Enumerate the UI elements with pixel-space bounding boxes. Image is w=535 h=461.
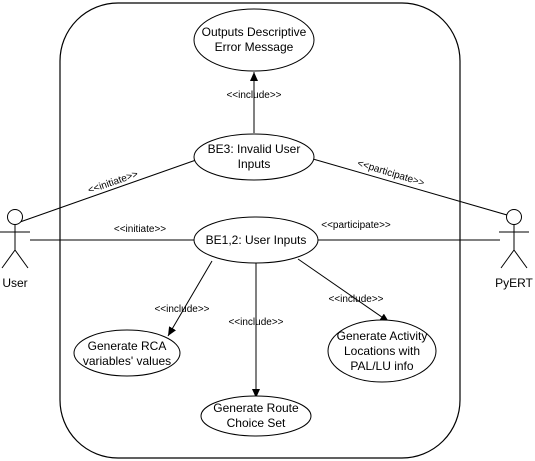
usecase-rca[interactable]: Generate RCA variables' values (73, 329, 181, 377)
actor-pyert[interactable]: PyERT (495, 209, 534, 291)
user-stick-figure-icon (0, 209, 30, 269)
label-include-activity: <<include>> (328, 294, 383, 305)
label-initiate-be12: <<initiate>> (114, 224, 166, 235)
label-include-error: <<include>> (226, 90, 281, 101)
usecase-outputs-error-line2: Error Message (215, 40, 294, 54)
label-participate-be12: <<participate>> (321, 220, 391, 231)
usecase-rca-line1: Generate RCA (88, 339, 167, 353)
actor-user-label: User (2, 276, 27, 290)
usecase-be3-line1: BE3: Invalid User (208, 142, 301, 156)
include-arrow-activity (297, 258, 390, 323)
usecase-be12[interactable]: BE1,2: User Inputs (193, 216, 319, 264)
system-boundary (59, 2, 461, 459)
assoc-be3-pyert (312, 158, 515, 218)
actor-user[interactable]: User (0, 209, 30, 291)
usecase-outputs-error[interactable]: Outputs Descriptive Error Message (193, 8, 315, 72)
usecase-activity[interactable]: Generate Activity Locations with PAL/LU … (327, 319, 437, 383)
actor-pyert-label: PyERT (495, 276, 533, 290)
usecase-be3[interactable]: BE3: Invalid User Inputs (193, 133, 315, 181)
label-include-rca: <<include>> (154, 304, 209, 315)
usecase-route[interactable]: Generate Route Choice Set (200, 395, 312, 437)
usecase-rca-line2: variables' values (83, 354, 171, 368)
usecase-activity-line3: PAL/LU info (350, 359, 413, 373)
label-include-route: <<include>> (228, 317, 283, 328)
usecase-route-line1: Generate Route (213, 401, 299, 415)
usecase-activity-line1: Generate Activity (337, 329, 428, 343)
usecase-outputs-error-line1: Outputs Descriptive (202, 25, 307, 39)
pyert-stick-figure-icon (499, 209, 529, 269)
assoc-user-be3 (19, 159, 197, 223)
include-arrow-rca (167, 260, 213, 337)
usecase-be12-line1: BE1,2: User Inputs (206, 233, 307, 247)
label-participate-be3: <<participate>> (356, 158, 426, 189)
usecase-be3-line2: Inputs (238, 157, 271, 171)
usecase-activity-line2: Locations with (344, 344, 420, 358)
usecase-route-line2: Choice Set (227, 416, 286, 430)
